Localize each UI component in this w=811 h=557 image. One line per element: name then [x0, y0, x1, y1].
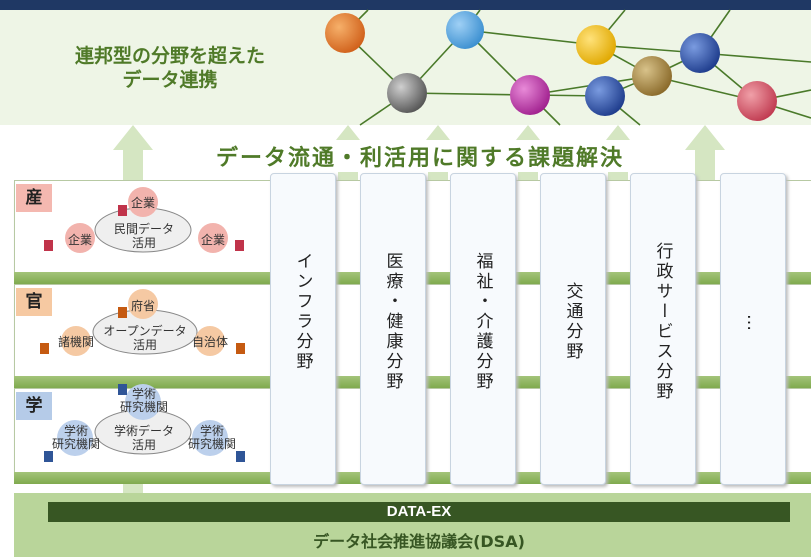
- federated-title: 連邦型の分野を超えた データ連携: [74, 45, 265, 91]
- cloud-label-industry: 民間データ 活用: [113, 222, 174, 250]
- pillar-more: …: [720, 173, 786, 485]
- sector-diagrams: [40, 187, 245, 462]
- node-left-industry: 企業: [67, 233, 92, 247]
- node-top-academia: 学術 研究機関: [119, 387, 168, 414]
- pillar-welfare-care: 福祉・介護分野: [450, 173, 516, 485]
- pillar-medical-health: 医療・健康分野: [360, 173, 426, 485]
- cloud-label-government: オープンデータ 活用: [103, 324, 187, 352]
- tag-government: 官: [16, 288, 52, 316]
- node-right-academia: 学術 研究機関: [187, 424, 236, 451]
- pillar-transportation: 交通分野: [540, 173, 606, 485]
- node-left-government: 諸機関: [57, 335, 94, 349]
- tag-academia: 学: [16, 392, 52, 420]
- data-ex-label: DATA-EX: [48, 502, 790, 522]
- node-top-government: 府省: [130, 299, 155, 313]
- node-left-academia: 学術 研究機関: [51, 424, 100, 451]
- data-network-graphic: [325, 9, 811, 126]
- pillar-infrastructure: インフラ分野: [270, 173, 336, 485]
- cloud-label-academia: 学術データ 活用: [113, 424, 174, 452]
- node-right-government: 自治体: [191, 335, 228, 349]
- node-top-industry: 企業: [130, 196, 155, 210]
- top-bar: [0, 0, 811, 10]
- dsa-label: データ社会推進協議会(DSA): [313, 532, 525, 551]
- issue-resolution-title: データ流通・利活用に関する課題解決: [160, 140, 680, 172]
- pillar-administrative-services: 行政サービス分野: [630, 173, 696, 485]
- node-right-industry: 企業: [200, 233, 225, 247]
- tag-industry: 産: [16, 184, 52, 212]
